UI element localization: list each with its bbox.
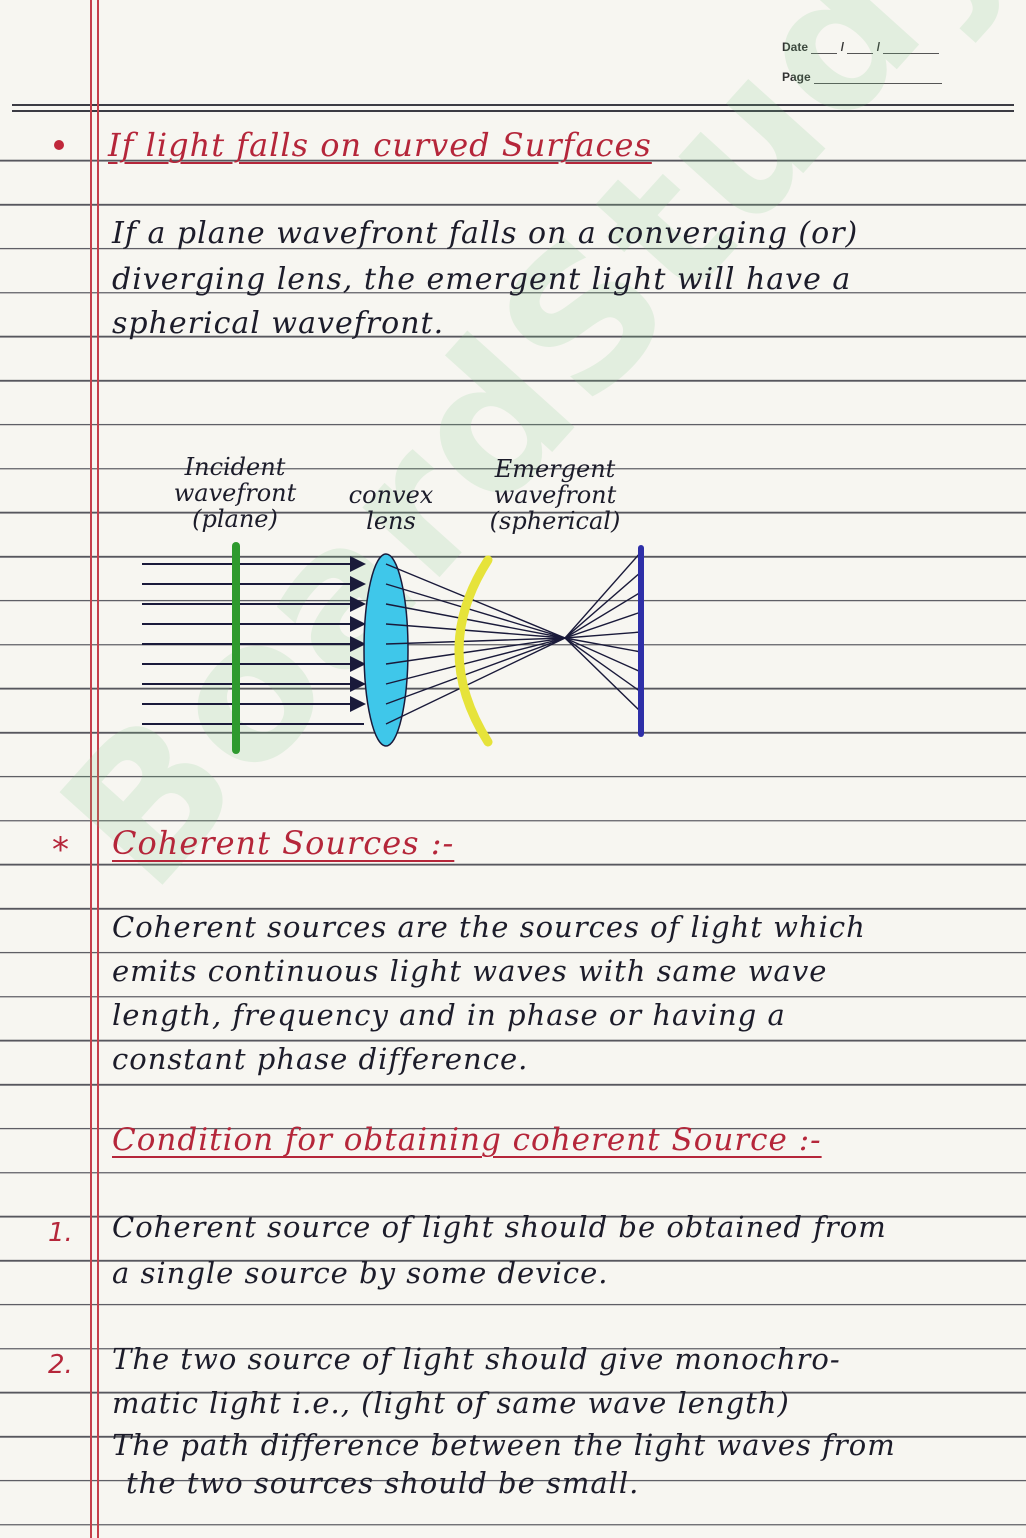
emergent-ray [385, 611, 642, 665]
incident-label-line: Incident [184, 453, 286, 481]
incident-label-line: (plane) [192, 505, 278, 533]
incident-label: Incident wavefront (plane) [150, 454, 320, 532]
emergent-label: Emergent wavefront (spherical) [470, 456, 640, 534]
body-line: Coherent sources are the sources of ligh… [112, 910, 866, 944]
list-item-line: Coherent source of light should be obtai… [112, 1210, 887, 1244]
section-title-coherent: Coherent Sources :- [112, 824, 455, 862]
emergent-label-line: (spherical) [489, 507, 621, 535]
date-blank [847, 53, 874, 54]
emergent-ray [385, 551, 642, 725]
page-label: Page [782, 70, 811, 84]
list-number: 2. [48, 1350, 73, 1380]
emergent-rays [385, 551, 642, 725]
date-blank [811, 53, 838, 54]
date-blank [883, 53, 940, 54]
body-line: length, frequency and in phase or having… [112, 998, 786, 1032]
incident-label-line: wavefront [173, 479, 297, 507]
body-line: spherical wavefront. [112, 306, 445, 341]
header-band [0, 0, 1026, 110]
body-line: diverging lens, the emergent light will … [112, 262, 852, 297]
page-field: Page [782, 70, 943, 84]
emergent-label-line: Emergent [494, 455, 616, 483]
lens-label-line: convex [348, 481, 434, 509]
header-rule [12, 104, 1014, 106]
section-title-curved: If light falls on curved Surfaces [108, 126, 652, 164]
list-item-line: The path difference between the light wa… [112, 1428, 896, 1462]
header-rule-2 [12, 110, 1014, 112]
emergent-ray [385, 583, 642, 693]
emergent-label-line: wavefront [493, 481, 617, 509]
list-item-line: The two source of light should give mono… [112, 1342, 841, 1376]
list-item-line: matic light i.e., (light of same wave le… [112, 1386, 790, 1420]
section-title-condition: Condition for obtaining coherent Source … [112, 1122, 822, 1158]
emergent-ray [385, 603, 642, 673]
date-label: Date [782, 40, 809, 54]
margin-line [90, 0, 92, 1538]
list-item-line: the two sources should be small. [126, 1466, 640, 1500]
emergent-wavefront [454, 555, 493, 747]
body-line: If a plane wavefront falls on a convergi… [112, 216, 859, 251]
body-line: constant phase difference. [112, 1042, 529, 1076]
page-blank [814, 83, 943, 84]
emergent-ray [385, 571, 642, 705]
star-marker: * [52, 830, 69, 870]
body-line: emits continuous light waves with same w… [112, 954, 828, 988]
bullet-dot [54, 140, 64, 150]
margin-line-2 [97, 0, 99, 1538]
list-number: 1. [48, 1218, 73, 1248]
date-field: Date / / [782, 40, 940, 54]
lens-label: convex lens [336, 482, 446, 534]
incident-rays [142, 556, 366, 725]
list-item-line: a single source by some device. [112, 1256, 609, 1290]
convex-lens [363, 553, 409, 747]
lens-label-line: lens [366, 507, 416, 535]
